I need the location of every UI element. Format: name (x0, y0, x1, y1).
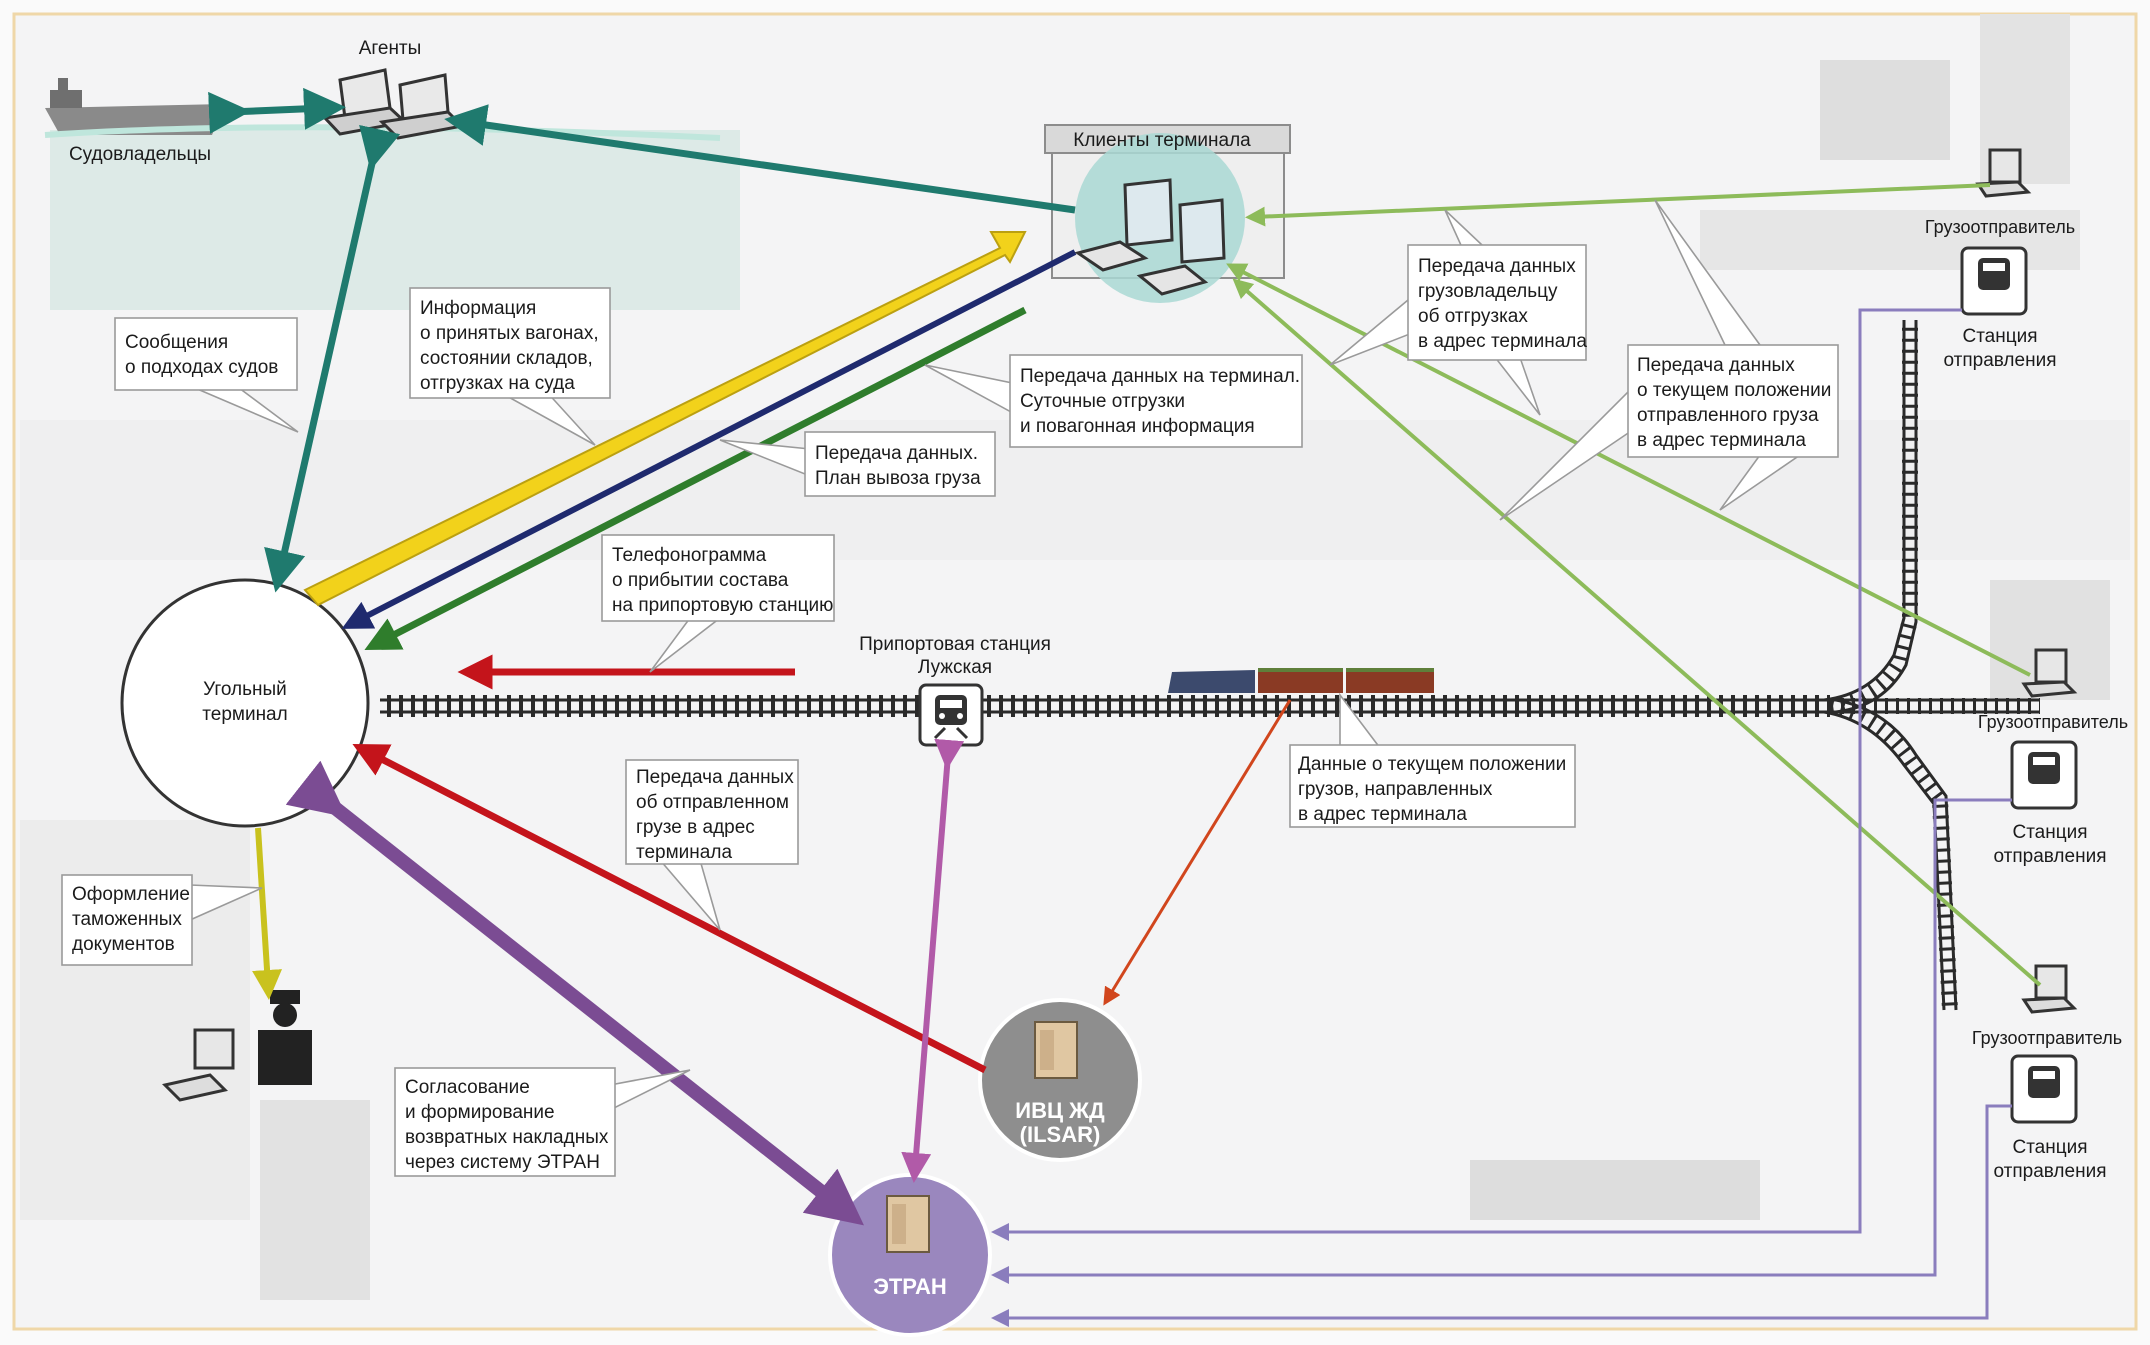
station-1-label-1: Станция (1962, 326, 2037, 347)
shipper-3-label: Грузоотправитель (1972, 1028, 2122, 1048)
svg-text:Информация: Информация (420, 298, 536, 319)
arrow-station-etran (901, 738, 965, 1183)
arrow-clients-terminal-navy (341, 249, 1077, 629)
svg-text:Оформление: Оформление (72, 884, 190, 905)
callout-data-to-terminal: Передача данных на терминал. Суточные от… (924, 354, 1303, 448)
terminal-label-2: терминал (202, 704, 287, 725)
svg-text:Передача данных.: Передача данных. (815, 443, 978, 464)
station-2-label-2: отправления (1994, 846, 2107, 867)
svg-text:об отгрузках: об отгрузках (1418, 306, 1528, 327)
svg-text:состоянии складов,: состоянии складов, (420, 348, 593, 369)
callout-ship-approach: Сообщения о подходах судов (114, 317, 299, 433)
arrow-station3-etran (991, 1104, 2012, 1327)
svg-text:Передача данных: Передача данных (1418, 256, 1576, 277)
callout-to-cargo-owner: Передача данных грузовладельцу об отгруз… (1329, 209, 1587, 416)
port-station-label-1: Припортовая станция (859, 634, 1051, 655)
svg-text:отправленного груза: отправленного груза (1637, 405, 1819, 426)
svg-text:Телефонограмма: Телефонограмма (612, 545, 767, 566)
ivc-label-1: ИВЦ ЖД (1015, 1098, 1105, 1123)
clients-label: Клиенты терминала (1073, 130, 1251, 151)
monitor-icon (1123, 178, 1174, 247)
svg-text:о принятых вагонах,: о принятых вагонах, (420, 323, 599, 344)
callout-customs: Оформление таможенных документов (61, 874, 263, 966)
station-3-label-1: Станция (2012, 1137, 2087, 1158)
port-station-label-2: Лужская (918, 657, 992, 678)
agents-label: Агенты (359, 38, 422, 59)
svg-text:через систему ЭТРАН: через систему ЭТРАН (405, 1152, 600, 1173)
svg-text:Согласование: Согласование (405, 1077, 530, 1098)
svg-text:терминала: терминала (636, 842, 732, 863)
callout-info-wagons: Информация о принятых вагонах, состоянии… (409, 287, 611, 446)
shipper-1-icon (1975, 148, 2032, 198)
shipowners-label: Судовладельцы (69, 144, 211, 165)
terminal-label-1: Угольный (203, 679, 287, 700)
coal-terminal-node (120, 578, 370, 828)
shipper-2-label: Грузоотправитель (1978, 712, 2128, 732)
svg-text:об отправленном: об отправленном (636, 792, 789, 813)
svg-text:возвратных накладных: возвратных накладных (405, 1127, 609, 1148)
svg-text:и формирование: и формирование (405, 1102, 555, 1123)
callout-shipped-cargo: Передача данных об отправленном грузе в … (625, 759, 799, 931)
station-1-icon (1960, 246, 2028, 316)
arrow-shipper3-clients (1232, 278, 2042, 987)
station-3-icon (2010, 1054, 2078, 1124)
arrow-plan-terminal (364, 306, 1027, 651)
svg-text:грузе в адрес: грузе в адрес (636, 817, 755, 838)
server-icon-etran (886, 1195, 930, 1253)
arrow-clients-agents (444, 104, 1076, 214)
svg-text:в адрес терминала: в адрес терминала (1637, 430, 1806, 451)
arrow-station2-etran (991, 798, 2012, 1284)
arrow-terminal-customs (252, 827, 283, 1000)
svg-text:о подходах судов: о подходах судов (125, 357, 278, 378)
server-icon (1034, 1021, 1078, 1079)
station-3-label-2: отправления (1994, 1161, 2107, 1182)
svg-text:в адрес терминала: в адрес терминала (1418, 331, 1587, 352)
station-2-icon (2010, 740, 2078, 810)
svg-text:о текущем положении: о текущем положении (1637, 380, 1831, 401)
svg-text:таможенных: таможенных (72, 909, 182, 930)
svg-text:на припортовую станцию: на припортовую станцию (612, 595, 833, 616)
arrow-station1-etran (991, 308, 1962, 1241)
svg-text:о прибытии состава: о прибытии состава (612, 570, 789, 591)
svg-text:Сообщения: Сообщения (125, 332, 228, 353)
svg-text:Передача данных на терминал.: Передача данных на терминал. (1020, 366, 1300, 387)
callout-telephonogram: Телефонограмма о прибытии состава на при… (601, 534, 835, 673)
laptop-icon (321, 68, 466, 140)
svg-text:Передача данных: Передача данных (1637, 355, 1795, 376)
arrow-terminal-clients (303, 231, 1027, 607)
clients-building (1044, 124, 1291, 303)
shipper-2-icon (2021, 648, 2078, 698)
arrows (208, 87, 2042, 1327)
svg-text:и повагонная информация: и повагонная информация (1020, 416, 1255, 437)
station-1-label-2: отправления (1944, 350, 2057, 371)
svg-text:План вывоза груза: План вывоза груза (815, 468, 981, 489)
etran-label: ЭТРАН (873, 1274, 947, 1299)
callout-position-shipped: Передача данных о текущем положении отпр… (1499, 199, 1839, 521)
svg-text:Данные о текущем положении: Данные о текущем положении (1298, 754, 1566, 775)
arrow-terminal-etran (285, 760, 864, 1226)
train-icon (1168, 668, 1434, 693)
station-2-label-1: Станция (2012, 822, 2087, 843)
svg-text:отгрузках на суда: отгрузках на суда (420, 373, 575, 394)
arrow-agents-terminal (264, 124, 401, 593)
ivc-label-2: (ILSAR) (1020, 1122, 1101, 1147)
arrow-ship-agents (208, 87, 346, 134)
railway-track (380, 320, 2040, 1011)
callout-export-plan: Передача данных. План вывоза груза (719, 431, 996, 497)
svg-text:Суточные отгрузки: Суточные отгрузки (1020, 391, 1185, 412)
svg-text:Передача данных: Передача данных (636, 767, 794, 788)
callout-current-position: Данные о текущем положении грузов, напра… (1289, 692, 1576, 828)
svg-text:в адрес терминала: в адрес терминала (1298, 804, 1467, 825)
callout-return-waybills: Согласование и формирование возвратных н… (394, 1067, 691, 1177)
arrow-train-ivc (1103, 699, 1292, 1006)
arrow-shipper1-clients (1245, 183, 1991, 227)
svg-text:грузов, направленных: грузов, направленных (1298, 779, 1493, 800)
svg-text:грузовладельцу: грузовладельцу (1418, 281, 1558, 302)
svg-text:документов: документов (72, 934, 175, 955)
port-station-icon (918, 683, 984, 747)
shipper-1-label: Грузоотправитель (1925, 217, 2075, 237)
ivc-node (978, 998, 1142, 1162)
